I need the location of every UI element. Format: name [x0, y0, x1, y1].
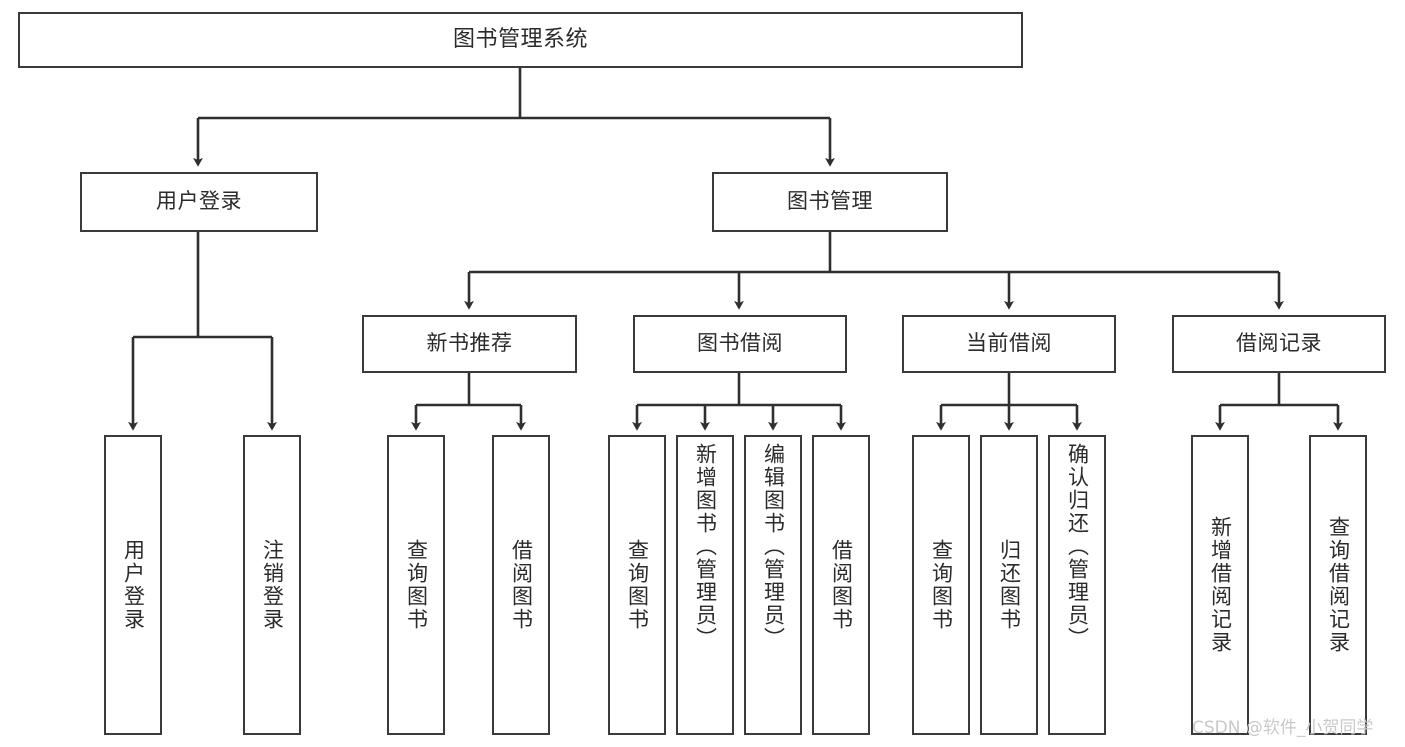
- node-label: 用户登录: [156, 189, 242, 214]
- node-label: 借阅图书: [509, 539, 534, 631]
- node-label: 当前借阅: [966, 331, 1052, 356]
- leaf-new-book-query-book[interactable]: 查询图书: [387, 435, 445, 735]
- leaf-book-borrow-borrow-book[interactable]: 借阅图书: [812, 435, 870, 735]
- leaf-current-borrow-confirm-return-admin[interactable]: 确认归还（管理员）: [1048, 435, 1106, 735]
- leaf-book-borrow-edit-book-admin[interactable]: 编辑图书（管理员）: [744, 435, 802, 735]
- node-label: 查询图书: [625, 539, 650, 631]
- node-label: 新书推荐: [426, 331, 513, 356]
- node-label: 图书管理: [787, 189, 873, 214]
- node-label: 编辑图书（管理员）: [761, 443, 786, 650]
- node-label: 查询图书: [929, 539, 954, 631]
- node-borrow-record[interactable]: 借阅记录: [1172, 315, 1386, 373]
- node-root-book-management-system[interactable]: 图书管理系统: [18, 12, 1023, 68]
- node-label: 注销登录: [260, 539, 285, 631]
- node-label: 归还图书: [997, 539, 1022, 631]
- leaf-current-borrow-query-book[interactable]: 查询图书: [912, 435, 970, 735]
- leaf-book-borrow-add-book-admin[interactable]: 新增图书（管理员）: [676, 435, 734, 735]
- leaf-borrow-record-query-record[interactable]: 查询借阅记录: [1309, 435, 1367, 735]
- leaf-user-login-logout[interactable]: 注销登录: [243, 435, 301, 735]
- csdn-watermark: CSDN @软件_小贺同学: [1192, 718, 1374, 738]
- node-label: 新增图书（管理员）: [693, 443, 718, 650]
- leaf-new-book-borrow-book[interactable]: 借阅图书: [492, 435, 550, 735]
- leaf-user-login-login[interactable]: 用户登录: [104, 435, 162, 735]
- node-label: 确认归还（管理员）: [1065, 443, 1090, 650]
- node-label: 查询借阅记录: [1326, 516, 1351, 654]
- node-label: 新增借阅记录: [1208, 516, 1233, 654]
- node-label: 查询图书: [404, 539, 429, 631]
- node-book-borrow[interactable]: 图书借阅: [633, 315, 847, 373]
- node-current-borrow[interactable]: 当前借阅: [902, 315, 1116, 373]
- node-label: 图书借阅: [697, 331, 783, 356]
- node-label: 用户登录: [121, 539, 146, 631]
- leaf-borrow-record-add-record[interactable]: 新增借阅记录: [1191, 435, 1249, 735]
- node-user-login[interactable]: 用户登录: [80, 172, 318, 232]
- node-book-management[interactable]: 图书管理: [712, 172, 948, 232]
- leaf-current-borrow-return-book[interactable]: 归还图书: [980, 435, 1038, 735]
- leaf-book-borrow-query-book[interactable]: 查询图书: [608, 435, 666, 735]
- node-new-book-recommend[interactable]: 新书推荐: [362, 315, 577, 373]
- node-label: 借阅记录: [1236, 331, 1322, 356]
- node-label: 借阅图书: [829, 539, 854, 631]
- node-label: 图书管理系统: [452, 26, 588, 52]
